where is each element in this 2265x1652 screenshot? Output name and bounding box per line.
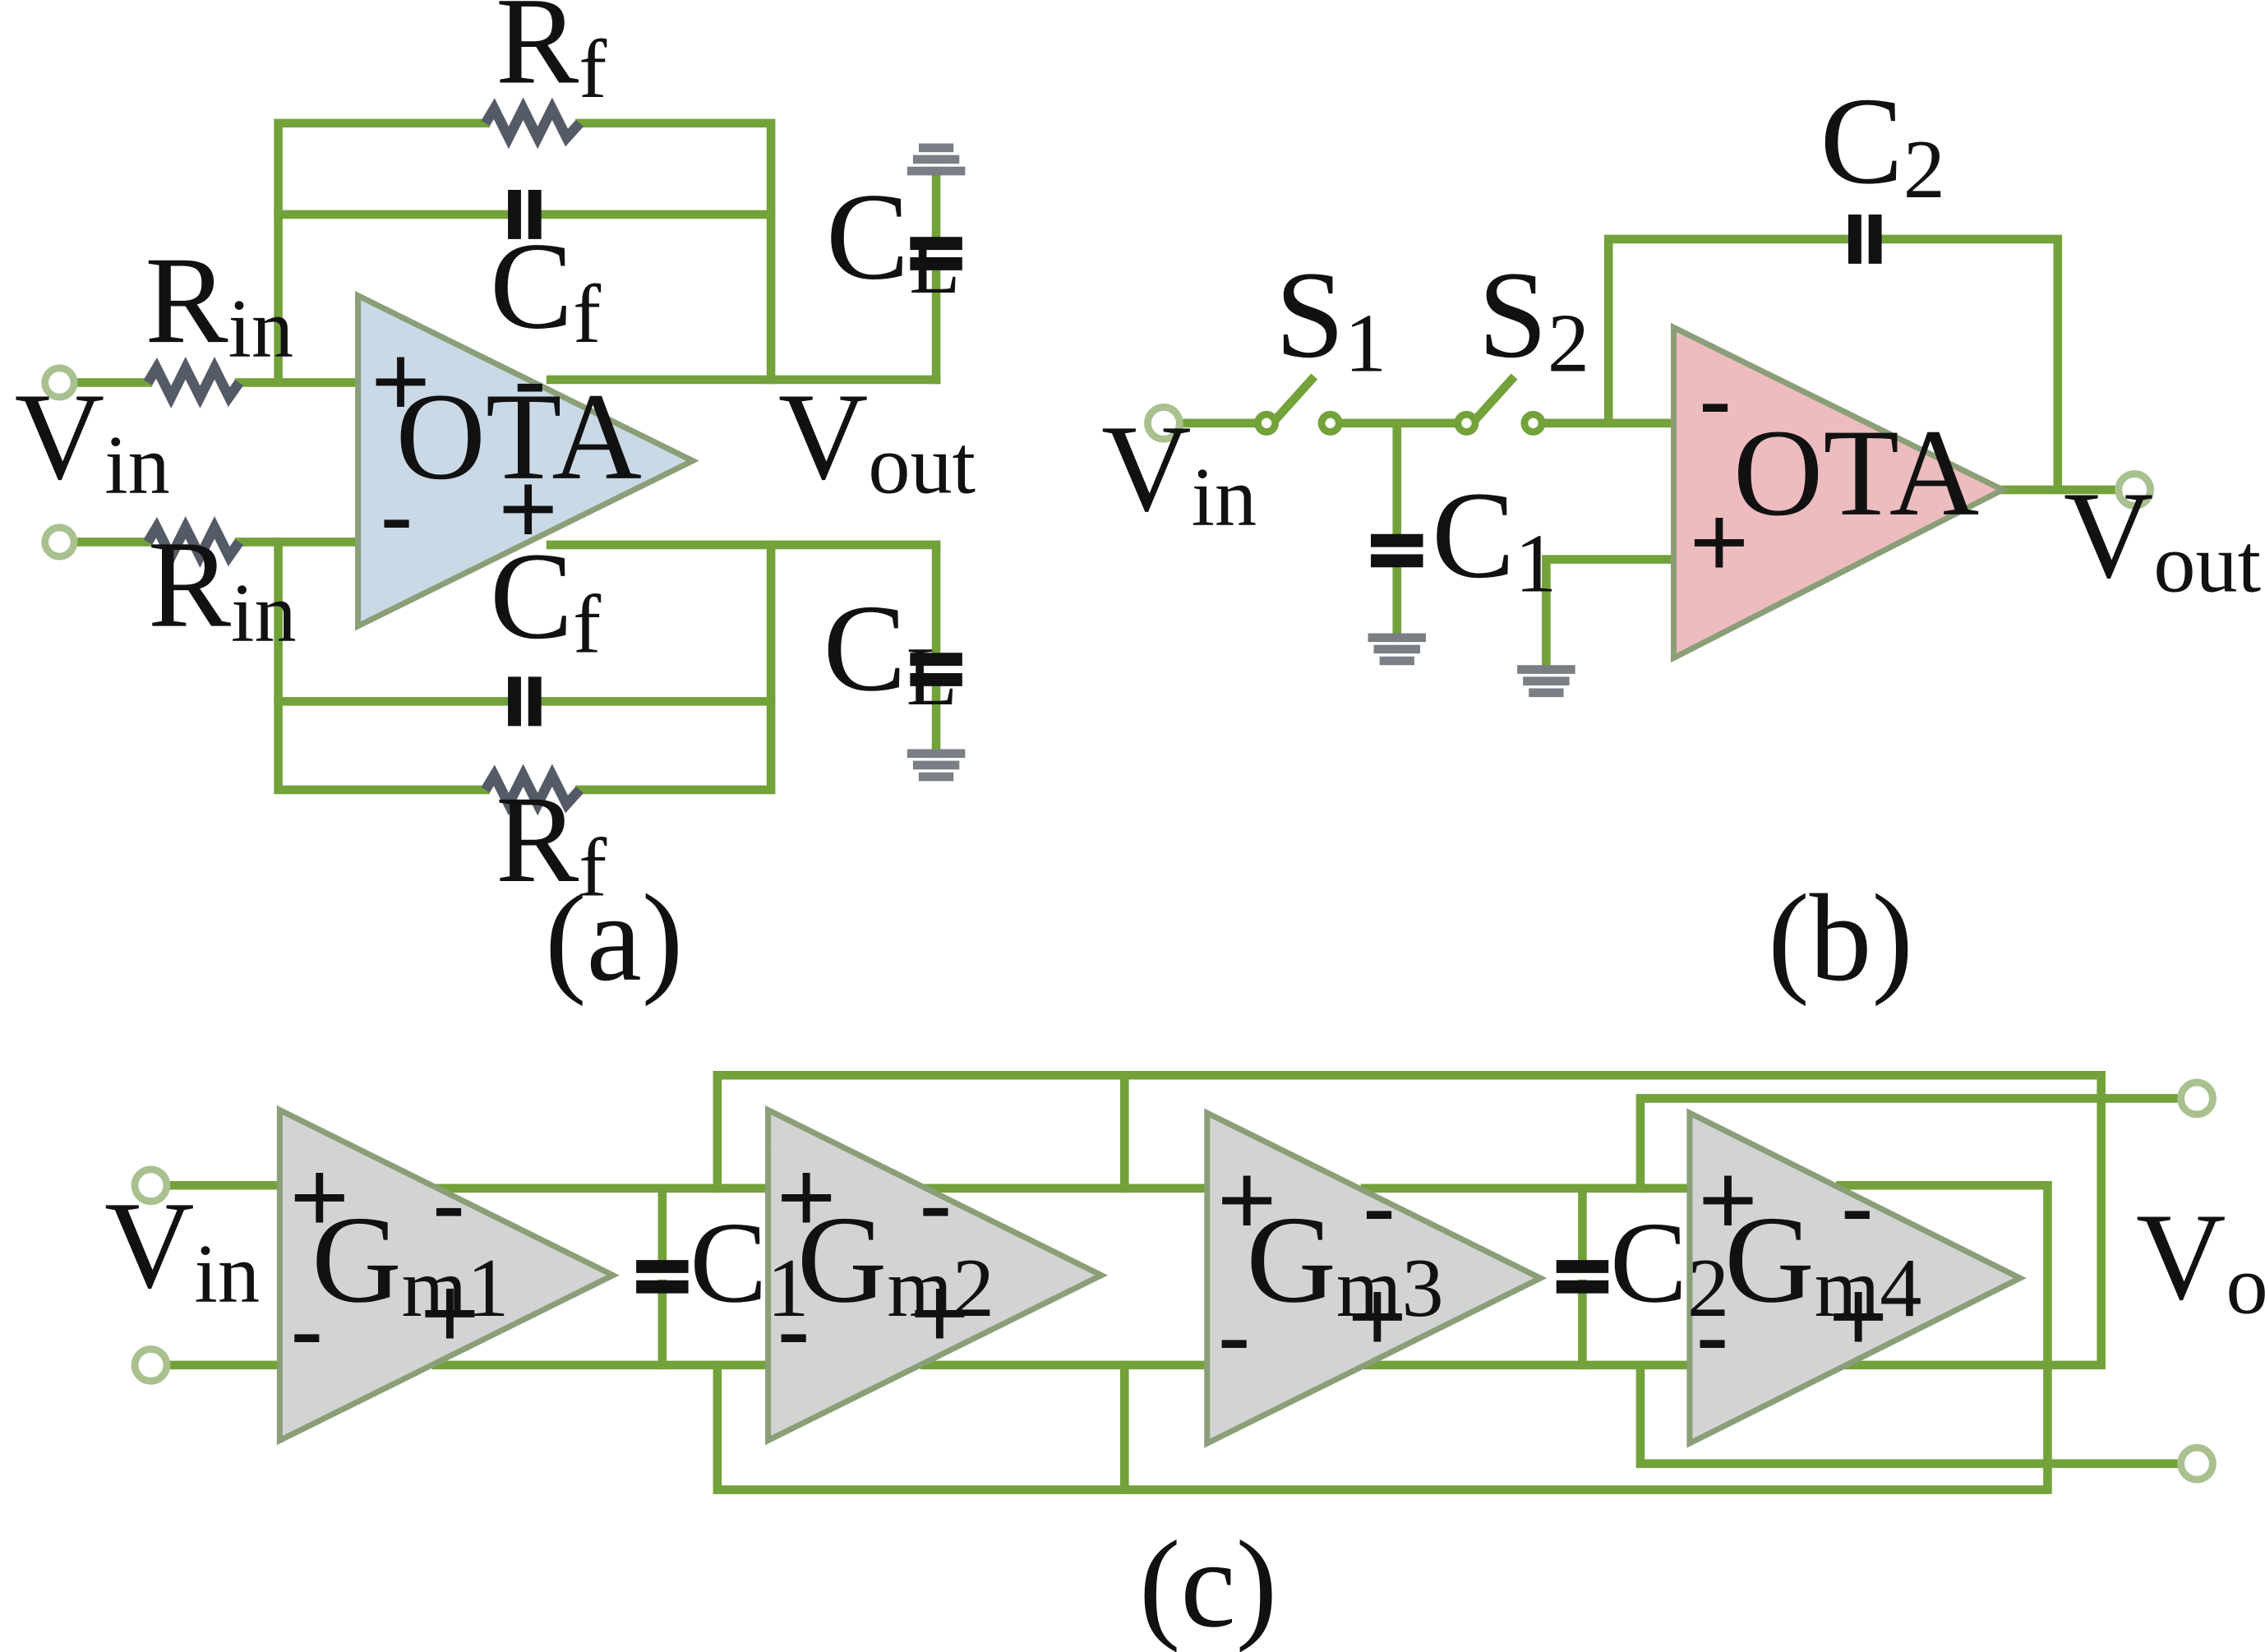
svg-text:+: + bbox=[777, 1141, 836, 1254]
vout-label: Vout bbox=[2064, 466, 2261, 611]
output-terminal[interactable] bbox=[2177, 1443, 2217, 1484]
svg-text:+: + bbox=[910, 1257, 969, 1370]
input-terminal[interactable] bbox=[131, 1345, 171, 1385]
gm-block: Gm1 + - - + bbox=[276, 1105, 620, 1446]
switch-s1-contact bbox=[1254, 410, 1280, 436]
svg-text:-: - bbox=[432, 1148, 466, 1262]
ground-icon bbox=[1368, 633, 1427, 666]
cf-top-capacitor bbox=[508, 189, 542, 239]
panel-caption-b: (b) bbox=[1768, 869, 1913, 1007]
vout-label: Vout bbox=[2136, 1188, 2265, 1332]
panel-b-wires bbox=[1176, 234, 2124, 674]
rin-top-label: Rin bbox=[145, 231, 293, 376]
svg-text:Gm4: Gm4 bbox=[1724, 1190, 1921, 1335]
panel-caption-c: (c) bbox=[1139, 1515, 1277, 1652]
output-terminal[interactable] bbox=[2115, 470, 2155, 510]
panel-c: Gm1 + - - + Gm2 + - - + Gm3 + - - + Gm4 … bbox=[104, 1070, 2265, 1652]
svg-text:+: + bbox=[1348, 1259, 1407, 1373]
output-terminal[interactable] bbox=[2177, 1078, 2217, 1119]
c1-capacitor bbox=[1371, 533, 1423, 568]
sign-plus: + bbox=[1690, 486, 1749, 599]
sign-minus: - bbox=[513, 323, 547, 436]
cl-bottom-capacitor bbox=[910, 653, 962, 686]
vin-label: Vin bbox=[104, 1176, 260, 1321]
svg-text:Gm1: Gm1 bbox=[311, 1190, 509, 1335]
ota-amplifier-b bbox=[1671, 322, 2009, 663]
rin-bottom-resistor bbox=[143, 515, 244, 568]
svg-text:-: - bbox=[290, 1274, 324, 1387]
s2-label: S2 bbox=[1478, 246, 1589, 390]
c2-capacitor bbox=[1848, 214, 1882, 264]
sign-minus: - bbox=[380, 459, 413, 573]
s1-label: S1 bbox=[1276, 246, 1386, 390]
gm-block: Gm4 + - - + bbox=[1686, 1108, 2027, 1448]
svg-text:-: - bbox=[919, 1148, 953, 1262]
svg-text:Gm3: Gm3 bbox=[1246, 1190, 1443, 1335]
rf-top-label: Rf bbox=[496, 0, 607, 116]
cl-top-capacitor bbox=[910, 237, 962, 270]
input-terminal[interactable] bbox=[41, 524, 78, 561]
cf-bottom-label: Cf bbox=[490, 527, 602, 671]
ground-icon bbox=[906, 749, 966, 782]
input-terminal[interactable] bbox=[1144, 404, 1183, 443]
panel-b: OTA - + Vin Vout S1 S2 C1 C2 (b) bbox=[1101, 72, 2261, 1007]
svg-text:-: - bbox=[1217, 1280, 1251, 1393]
rf-bottom-resistor bbox=[481, 764, 584, 816]
svg-text:+: + bbox=[1829, 1259, 1888, 1373]
svg-text:+: + bbox=[420, 1257, 479, 1370]
ota-label-b: OTA bbox=[1733, 404, 1979, 542]
rin-top-resistor bbox=[143, 357, 244, 408]
sign-plus: + bbox=[499, 452, 558, 565]
sign-plus: + bbox=[371, 325, 430, 438]
svg-text:+: + bbox=[290, 1141, 349, 1254]
c2-capacitor bbox=[1556, 1260, 1609, 1294]
svg-text:-: - bbox=[777, 1274, 810, 1387]
switch-s1-contact bbox=[1317, 410, 1343, 436]
panel-a: OTA + - - + Vin Vout Rin Rin Rf Rf Cf Cf… bbox=[15, 0, 976, 1007]
ota-amplifier-a bbox=[355, 291, 699, 631]
c2-label: C2 bbox=[1820, 72, 1945, 216]
input-terminal[interactable] bbox=[131, 1165, 171, 1206]
c1-capacitor bbox=[636, 1260, 689, 1294]
rf-bottom-label: Rf bbox=[496, 770, 607, 915]
svg-text:+: + bbox=[1699, 1143, 1758, 1257]
cf-bottom-capacitor bbox=[508, 676, 542, 727]
cl-bottom-label: CL bbox=[823, 579, 958, 723]
gm-block: Gm2 + - - + bbox=[765, 1105, 1109, 1446]
panel-caption-a: (a) bbox=[545, 869, 683, 1007]
vin-label: Vin bbox=[15, 367, 170, 512]
svg-text:-: - bbox=[1362, 1151, 1395, 1264]
svg-text:-: - bbox=[1840, 1151, 1874, 1264]
svg-text:-: - bbox=[1695, 1280, 1729, 1393]
rf-top-resistor bbox=[481, 97, 584, 150]
ground-icon bbox=[1517, 665, 1575, 698]
ota-label-a: OTA bbox=[395, 367, 641, 505]
cl-top-label: CL bbox=[826, 168, 961, 312]
sign-minus: - bbox=[1699, 344, 1732, 457]
ground-icon bbox=[906, 143, 966, 176]
svg-text:Gm2: Gm2 bbox=[797, 1190, 994, 1335]
cf-top-label: Cf bbox=[490, 216, 602, 361]
panel-a-wires bbox=[71, 118, 941, 795]
input-terminal[interactable] bbox=[41, 364, 78, 401]
switch-s2-contact bbox=[1454, 410, 1479, 436]
panel-c-wires bbox=[164, 1070, 2185, 1494]
vout-label: Vout bbox=[778, 367, 976, 512]
vin-label: Vin bbox=[1101, 399, 1257, 544]
rin-bottom-label: Rin bbox=[148, 515, 297, 660]
c2-label: C2 bbox=[1610, 1197, 1729, 1335]
c1-label: C1 bbox=[1432, 466, 1557, 611]
svg-text:+: + bbox=[1217, 1143, 1276, 1257]
gm-block: Gm3 + - - + bbox=[1204, 1108, 1548, 1448]
switch-s2-contact bbox=[1520, 410, 1546, 436]
c1-label: C1 bbox=[690, 1197, 809, 1335]
